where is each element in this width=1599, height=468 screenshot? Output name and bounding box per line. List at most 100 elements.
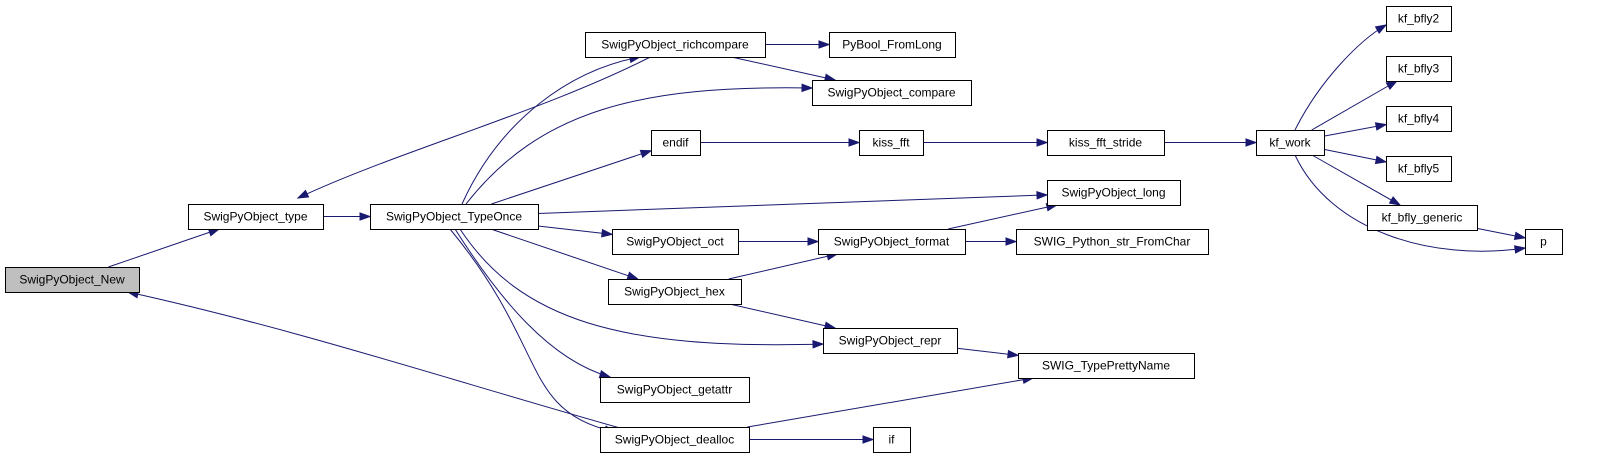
node-PyBool_FromLong[interactable]: PyBool_FromLong: [829, 32, 956, 58]
node-box: [829, 32, 956, 58]
node-label: if: [889, 433, 896, 447]
edge-kiss_fft_stride-to-kf_work: [1164, 138, 1258, 147]
node-SWIG_TypePrettyName[interactable]: SWIG_TypePrettyName: [1018, 353, 1195, 379]
node-SwigPyObject_long[interactable]: SwigPyObject_long: [1047, 180, 1181, 206]
node-SwigPyObject_format[interactable]: SwigPyObject_format: [818, 229, 966, 255]
edge-line: [1311, 154, 1401, 206]
edge-arrowhead: [818, 40, 831, 49]
edge-SwigPyObject_New-to-SwigPyObject_type: [108, 228, 221, 268]
edge-line: [1323, 148, 1387, 163]
edge-line: [1294, 24, 1387, 131]
edge-kf_work-to-kf_bfly4: [1323, 122, 1388, 137]
node-label: kf_work: [1269, 136, 1311, 150]
node-SwigPyObject_TypeOnce[interactable]: SwigPyObject_TypeOnce: [370, 204, 539, 230]
edge-arrowhead: [848, 138, 861, 147]
edge-arrowhead: [1036, 138, 1049, 147]
edge-line: [459, 228, 824, 346]
node-SwigPyObject_getattr[interactable]: SwigPyObject_getattr: [600, 377, 750, 403]
edge-kf_work-to-p: [1294, 154, 1527, 254]
node-kf_work[interactable]: kf_work: [1256, 130, 1325, 156]
node-kiss_fft[interactable]: kiss_fft: [859, 130, 924, 156]
edge-arrowhead: [359, 212, 372, 221]
node-SwigPyObject_New[interactable]: SwigPyObject_New: [5, 267, 140, 293]
node-if[interactable]: if: [873, 427, 911, 453]
node-label: kf_bfly_generic: [1382, 211, 1463, 225]
node-box: [188, 204, 324, 230]
edge-SwigPyObject_TypeOnce-to-SwigPyObject_long: [537, 190, 1049, 214]
edge-arrowhead: [1007, 349, 1020, 359]
node-kf_bfly5[interactable]: kf_bfly5: [1386, 156, 1452, 182]
node-box: [608, 279, 742, 305]
edge-SwigPyObject_richcompare-to-PyBool_FromLong: [765, 40, 831, 49]
edge-SwigPyObject_TypeOnce-to-SwigPyObject_getattr: [454, 228, 612, 379]
node-box: [823, 328, 958, 354]
node-box: [812, 80, 972, 106]
edge-line: [1311, 80, 1398, 131]
node-SwigPyObject_dealloc[interactable]: SwigPyObject_dealloc: [600, 427, 750, 453]
edge-arrowhead: [1388, 196, 1402, 206]
node-box: [600, 377, 750, 403]
node-label: SwigPyObject_compare: [827, 86, 955, 100]
node-label: SwigPyObject_oct: [626, 235, 724, 249]
edge-SwigPyObject_type-to-SwigPyObject_TypeOnce: [323, 212, 372, 221]
node-box: [1047, 130, 1165, 156]
node-box: [1016, 229, 1209, 255]
edge-SwigPyObject_TypeOnce-to-SwigPyObject_compare: [465, 83, 814, 205]
node-label: SwigPyObject_hex: [624, 285, 725, 299]
node-label: kiss_fft_stride: [1069, 136, 1142, 150]
edge-arrowhead: [1374, 122, 1388, 131]
node-label: SwigPyObject_TypeOnce: [386, 210, 522, 224]
edge-kf_bfly_generic-to-p: [1476, 227, 1527, 241]
edge-line: [108, 228, 220, 268]
node-kf_bfly_generic[interactable]: kf_bfly_generic: [1367, 205, 1478, 231]
edge-SwigPyObject_TypeOnce-to-SwigPyObject_repr: [459, 228, 825, 349]
node-label: SwigPyObject_New: [19, 273, 125, 287]
edge-line: [491, 150, 652, 205]
node-label: kf_bfly5: [1398, 162, 1440, 176]
node-SwigPyObject_repr[interactable]: SwigPyObject_repr: [823, 328, 958, 354]
node-SWIG_Python_str_FromChar[interactable]: SWIG_Python_str_FromChar: [1016, 229, 1209, 255]
edge-SwigPyObject_dealloc-to-SwigPyObject_New: [126, 290, 621, 429]
edge-SwigPyObject_TypeOnce-to-SwigPyObject_richcompare: [461, 54, 642, 205]
edge-line: [1294, 154, 1526, 252]
node-label: kiss_fft: [872, 136, 910, 150]
edge-line: [948, 204, 1057, 230]
edge-line: [747, 377, 1034, 428]
node-label: p: [1540, 235, 1547, 249]
node-SwigPyObject_hex[interactable]: SwigPyObject_hex: [608, 279, 742, 305]
edge-arrowhead: [862, 435, 875, 444]
edge-line: [1323, 124, 1387, 137]
node-p[interactable]: p: [1525, 229, 1563, 255]
edge-SwigPyObject_TypeOnce-to-endif: [491, 149, 653, 205]
edge-arrowhead: [1385, 80, 1399, 90]
node-box: [1386, 6, 1452, 32]
edge-line: [537, 225, 613, 235]
edge-kf_work-to-kf_bfly_generic: [1311, 154, 1402, 206]
node-SwigPyObject_richcompare[interactable]: SwigPyObject_richcompare: [585, 32, 766, 58]
edge-arrowhead: [639, 149, 653, 159]
edge-line: [490, 228, 638, 280]
edge-line: [728, 253, 838, 280]
node-SwigPyObject_oct[interactable]: SwigPyObject_oct: [612, 229, 739, 255]
edge-arrowhead: [601, 228, 614, 238]
node-kf_bfly4[interactable]: kf_bfly4: [1386, 106, 1452, 132]
node-endif[interactable]: endif: [651, 130, 701, 156]
node-kf_bfly2[interactable]: kf_bfly2: [1386, 6, 1452, 32]
node-kf_bfly3[interactable]: kf_bfly3: [1386, 56, 1452, 82]
edge-arrowhead: [1036, 190, 1049, 200]
node-box: [600, 427, 750, 453]
edge-endif-to-kiss_fft: [700, 138, 861, 147]
node-box: [651, 130, 701, 156]
edge-arrowhead: [801, 83, 814, 93]
node-SwigPyObject_type[interactable]: SwigPyObject_type: [188, 204, 324, 230]
edge-kf_work-to-kf_bfly2: [1294, 24, 1388, 131]
node-box: [1386, 106, 1452, 132]
node-kiss_fft_stride[interactable]: kiss_fft_stride: [1047, 130, 1165, 156]
edge-arrowhead: [1245, 138, 1258, 147]
edge-arrowhead: [1513, 245, 1527, 254]
node-SwigPyObject_compare[interactable]: SwigPyObject_compare: [812, 80, 972, 106]
node-box: [1367, 205, 1478, 231]
edge-SwigPyObject_format-to-SwigPyObject_long: [948, 203, 1059, 230]
edge-arrowhead: [296, 189, 310, 199]
